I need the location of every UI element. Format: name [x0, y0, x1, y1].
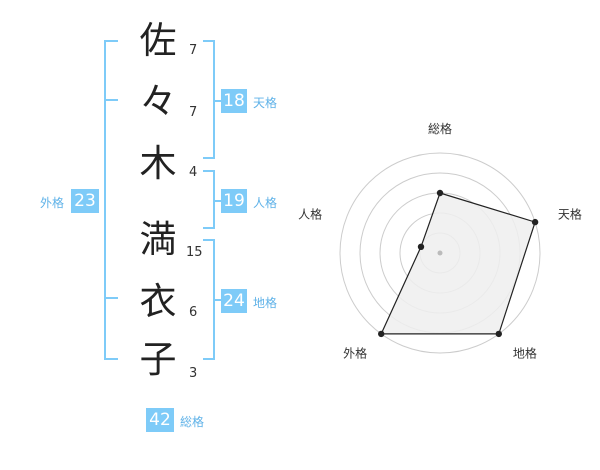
radar-point-3 [495, 330, 502, 338]
gaikaku-label: 外格 [40, 196, 65, 210]
stroke-count-6: 3 [189, 366, 198, 381]
name-char-4: 満 [139, 218, 177, 261]
radar-point-1 [436, 189, 444, 197]
stroke-count-1: 7 [189, 43, 198, 58]
tenkaku-value: 18 [221, 89, 247, 113]
radar-point-2 [531, 218, 539, 226]
radar-point-4 [378, 330, 385, 338]
jinkaku-value: 19 [221, 189, 247, 213]
stroke-count-3: 4 [189, 165, 198, 180]
stroke-count-2: 7 [189, 105, 198, 120]
name-char-2: 々 [139, 80, 177, 123]
radar-ring-5 [339, 152, 541, 354]
radar-axis-label-2: 天格 [558, 207, 582, 222]
gaikaku-bracket [104, 40, 118, 360]
radar-axis-label-4: 外格 [343, 345, 367, 360]
stroke-count-4: 15 [186, 245, 203, 260]
radar-axis-label-5: 人格 [298, 207, 322, 222]
chikaku-label: 地格 [253, 296, 278, 310]
name-char-6: 子 [139, 338, 177, 381]
stroke-count-5: 6 [189, 305, 198, 320]
radar-axis-label-1: 総格 [428, 121, 452, 136]
radar-point-5 [417, 243, 425, 250]
radar-series-area [380, 192, 536, 335]
tenkaku-label: 天格 [253, 96, 278, 110]
jinkaku-label: 人格 [253, 196, 278, 210]
name-char-5: 衣 [139, 280, 177, 323]
tenkaku-bracket [203, 40, 215, 159]
soukaku-value: 42 [146, 408, 174, 432]
name-char-3: 木 [139, 142, 177, 185]
radar-axis-label-3: 地格 [513, 345, 537, 360]
gaikaku-value: 23 [71, 189, 99, 213]
soukaku-label: 総格 [180, 415, 205, 429]
radar-center-dot [437, 250, 443, 256]
chikaku-value: 24 [221, 289, 247, 313]
name-char-1: 佐 [139, 19, 177, 62]
jinkaku-bracket [203, 170, 215, 229]
